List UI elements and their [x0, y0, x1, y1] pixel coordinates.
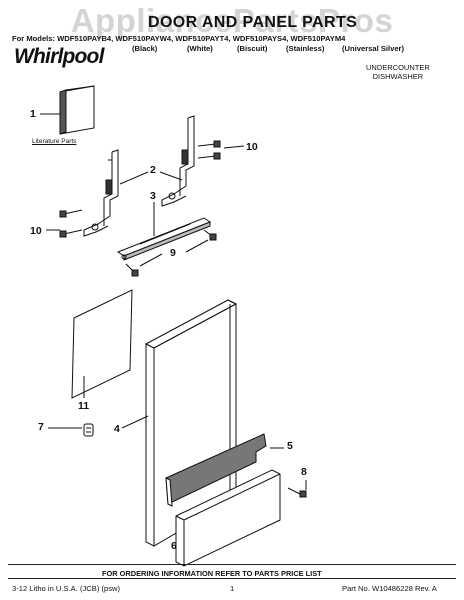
panel-screw: [287, 487, 307, 498]
callout-10-right: 10: [246, 141, 258, 153]
ordering-note: FOR ORDERING INFORMATION REFER TO PARTS …: [102, 569, 322, 578]
callout-4: 4: [114, 423, 120, 435]
door-strike-rail: [116, 217, 212, 261]
callout-10-left: 10: [30, 225, 42, 237]
page-title: DOOR AND PANEL PARTS: [148, 14, 358, 31]
callout-6: 6: [171, 540, 177, 552]
callout-7: 7: [38, 421, 44, 433]
footer-rule-top: [8, 564, 456, 565]
variant-universal-silver: (Universal Silver): [342, 44, 405, 53]
models-line: For Models: WDF510PAYB4, WDF510PAYW4, WD…: [12, 34, 346, 43]
control-panel-foam: [165, 433, 267, 507]
variant-black: (Black): [132, 44, 158, 53]
callout-8: 8: [301, 466, 307, 478]
left-hinge-bracket: [83, 149, 119, 237]
door-button: [83, 423, 94, 437]
literature-parts-label: Literature Parts: [32, 138, 77, 145]
rail-screws: [125, 229, 217, 277]
brand-logo: Whirlpool: [14, 45, 104, 68]
right-hinge-bracket: [161, 115, 195, 207]
variant-biscuit: (Biscuit): [237, 44, 268, 53]
insulation-panel: [71, 289, 133, 399]
footer-litho: 3-12 Litho in U.S.A. (JCB) (psw): [12, 584, 121, 593]
footer-page-number: 1: [230, 584, 235, 593]
leader-4: [121, 415, 149, 429]
screws-right: [197, 140, 245, 160]
literature-parts-book: [59, 85, 95, 135]
product-type-line2: DISHWASHER: [372, 72, 424, 81]
screws-left: [46, 209, 83, 238]
callout-1: 1: [30, 108, 36, 120]
leader-2a: [119, 171, 149, 185]
callout-11: 11: [78, 400, 90, 412]
leader-2b: [159, 171, 183, 181]
variant-stainless: (Stainless): [286, 44, 325, 53]
callout-2: 2: [150, 164, 156, 176]
callout-5: 5: [287, 440, 293, 452]
product-type-line1: UNDERCOUNTER: [366, 63, 430, 72]
callout-9: 9: [170, 247, 176, 259]
footer-rule-bottom: [8, 578, 456, 579]
control-panel-trim: [175, 469, 281, 567]
footer-part-number: Part No. W10486228 Rev. A: [342, 584, 437, 593]
watermark: AppliancePartsPros: [70, 2, 394, 39]
product-type: UNDERCOUNTER DISHWASHER: [366, 63, 430, 81]
variant-white: (White): [187, 44, 213, 53]
callout-3: 3: [150, 190, 156, 202]
